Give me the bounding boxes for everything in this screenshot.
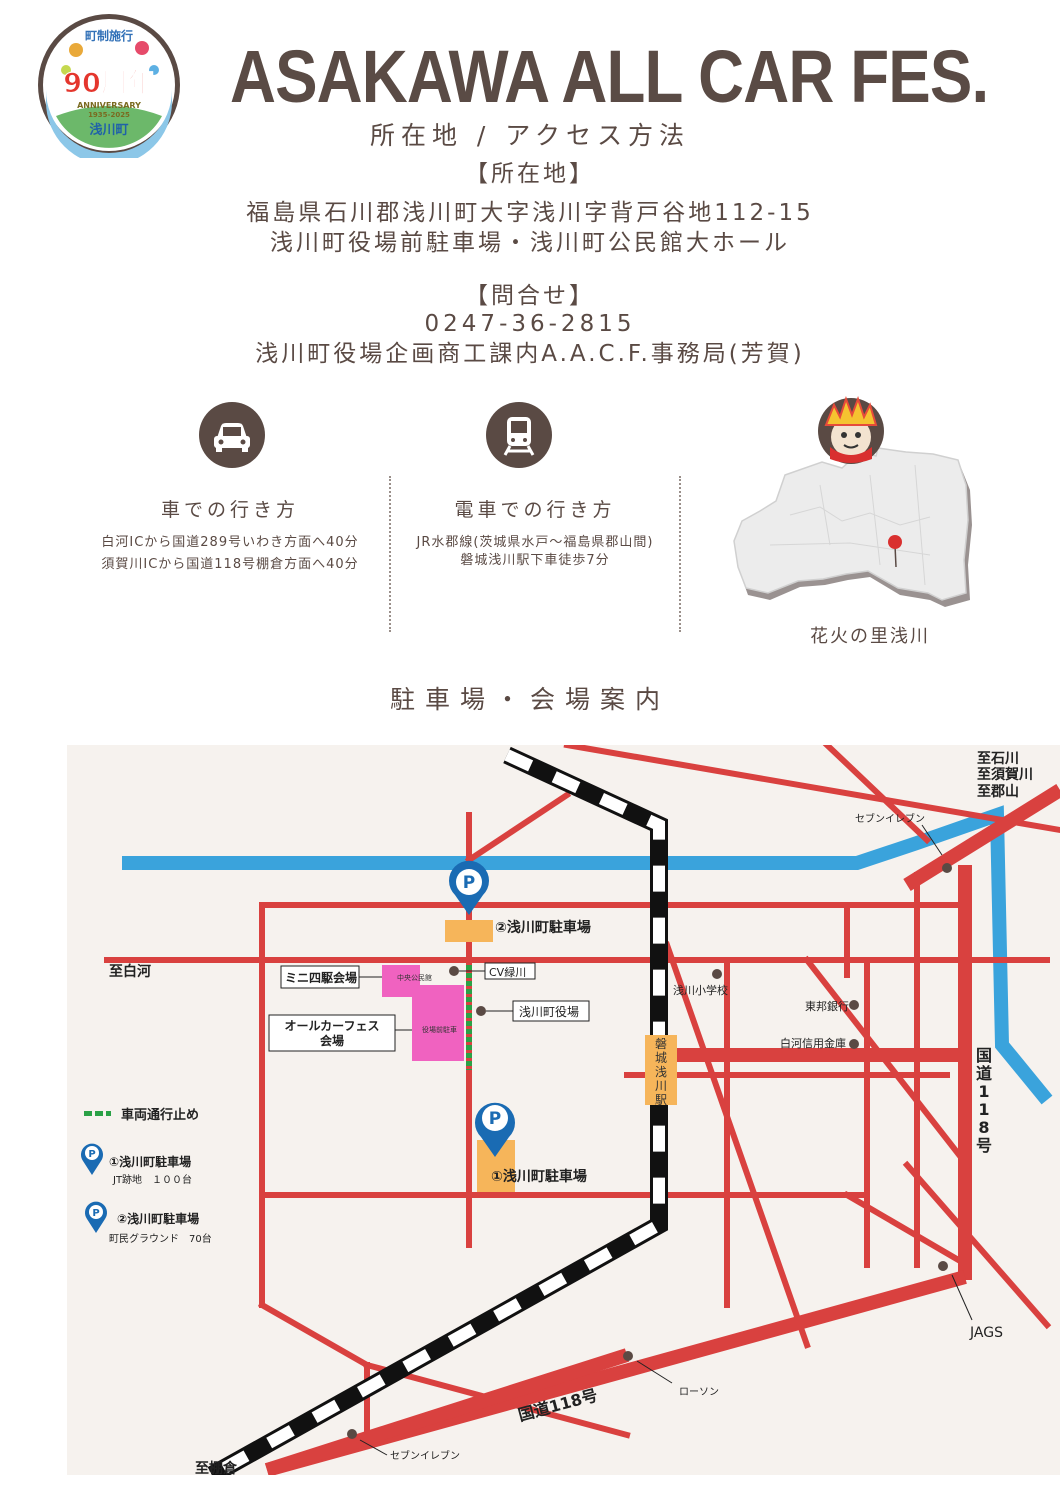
shirakawa-shinkin-label: 白河信用金庫: [780, 1036, 846, 1050]
fukushima-prefecture-map: [733, 396, 972, 607]
legend-p2-detail: 町民グラウンド 70台: [109, 1232, 212, 1245]
railway: [207, 746, 668, 1475]
svg-text:P: P: [463, 873, 475, 893]
svg-text:P: P: [92, 1208, 99, 1219]
svg-text:町制施行: 町制施行: [85, 28, 133, 43]
station-label: 磐 城 浅 川 駅: [655, 1037, 667, 1107]
svg-text:1: 1: [978, 1100, 989, 1119]
parking1-pin: P: [475, 1102, 515, 1157]
svg-text:号: 号: [976, 1136, 992, 1155]
divider: [389, 476, 391, 632]
region-caption: 花火の里浅川: [810, 626, 930, 647]
jags-label: JAGS: [969, 1325, 1003, 1341]
parking-venue-map: 磐 城 浅 川 駅 中央公民館 役場前駐車 P P ②浅川町駐車場 ①浅川町駐車…: [67, 745, 1060, 1475]
car-access-line1: 白河ICから国道289号いわき方面へ40分: [101, 535, 359, 550]
legend-p2-name: ②浅川町駐車場: [117, 1211, 199, 1226]
svg-text:浅: 浅: [655, 1065, 667, 1079]
svg-text:1935-2025: 1935-2025: [88, 111, 130, 119]
train-access-line1: JR水郡線(茨城県水戸～福島県郡山間): [416, 535, 654, 550]
road-network: [104, 745, 1060, 1439]
toho-bank-label: 東邦銀行: [805, 999, 849, 1013]
divider: [679, 476, 681, 632]
location-address: 福島県石川郡浅川町大字浅川字背戸谷地112-15: [246, 200, 814, 226]
parking2-block: [445, 920, 493, 942]
svg-text:川: 川: [655, 1079, 667, 1093]
direction-northeast-2: 至須賀川: [977, 766, 1033, 783]
cv-midorikawa-label: CV緑川: [489, 965, 526, 979]
parking2-pin: P: [449, 860, 489, 915]
town-90th-anniversary-logo: 町制施行 90周年 ANNIVERSARY 1935-2025 浅川町: [38, 14, 180, 158]
car-icon: [199, 402, 265, 468]
direction-northeast-1: 至石川: [977, 751, 1019, 767]
location-venue: 浅川町役場前駐車場・浅川町公民館大ホール: [270, 230, 790, 256]
contact-phone: 0247-36-2815: [424, 311, 636, 337]
direction-west: 至白河: [109, 963, 151, 980]
page-subtitle: 所在地 / アクセス方法: [369, 121, 691, 150]
contact-heading: 【問合せ】: [465, 283, 595, 309]
svg-text:ANNIVERSARY: ANNIVERSARY: [77, 101, 141, 110]
river: [122, 805, 1053, 1105]
car-access-title: 車での行き方: [160, 499, 299, 521]
seven-top-label: セブンイレブン: [855, 812, 925, 825]
seven-bottom-label: セブンイレブン: [390, 1449, 460, 1462]
train-access-title: 電車での行き方: [454, 499, 616, 521]
contact-office: 浅川町役場企画商工課内A.A.C.F.事務局(芳賀): [255, 341, 805, 367]
svg-text:P: P: [88, 1149, 95, 1160]
legend-p1-detail: JT跡地 １００台: [112, 1173, 192, 1186]
yakuba-mae-label: 役場前駐車: [422, 1025, 457, 1034]
allcarfes-label-1: オールカーフェス: [285, 1019, 380, 1033]
svg-text:磐: 磐: [655, 1037, 667, 1051]
station-block: [645, 1035, 677, 1105]
map-background: [67, 745, 1060, 1475]
event-title: ASAKAWA ALL CAR FES.: [230, 35, 989, 118]
legend-p1-name: ①浅川町駐車場: [109, 1154, 191, 1169]
svg-text:道: 道: [976, 1064, 992, 1083]
svg-text:8: 8: [978, 1118, 989, 1137]
venue-block: [412, 985, 464, 1061]
train-icon: [486, 402, 552, 468]
school-label: 浅川小学校: [673, 983, 728, 997]
route-118: [264, 784, 1060, 1475]
location-heading: 【所在地】: [465, 161, 595, 187]
svg-text:浅川町: 浅川町: [89, 122, 128, 138]
lawson-label: ローソン: [679, 1387, 719, 1398]
svg-text:城: 城: [655, 1051, 667, 1065]
svg-text:90周年: 90周年: [63, 67, 155, 99]
parking1-label: ①浅川町駐車場: [491, 1168, 587, 1185]
route-118-vertical-label: 国 道 1 1 8 号: [976, 1046, 992, 1155]
allcarfes-label-2: 会場: [320, 1033, 344, 1048]
svg-text:P: P: [489, 1109, 501, 1129]
train-access-line2: 磐城浅川駅下車徒歩7分: [460, 553, 610, 568]
guide-title: 駐車場・会場案内: [389, 685, 670, 714]
legend-closure: 車両通行止め: [121, 1107, 199, 1123]
parking2-label: ②浅川町駐車場: [495, 919, 591, 936]
yakuba-label: 浅川町役場: [519, 1004, 579, 1019]
direction-northeast-3: 至郡山: [977, 784, 1019, 800]
svg-text:1: 1: [978, 1082, 989, 1101]
direction-south: 至棚倉: [195, 1460, 238, 1475]
chuo-kominkan-label: 中央公民館: [397, 973, 432, 982]
car-access-line2: 須賀川ICから国道118号棚倉方面へ40分: [101, 557, 359, 572]
svg-text:国: 国: [976, 1046, 992, 1065]
mini4wd-label: ミニ四駆会場: [285, 970, 357, 985]
svg-text:駅: 駅: [655, 1093, 667, 1107]
